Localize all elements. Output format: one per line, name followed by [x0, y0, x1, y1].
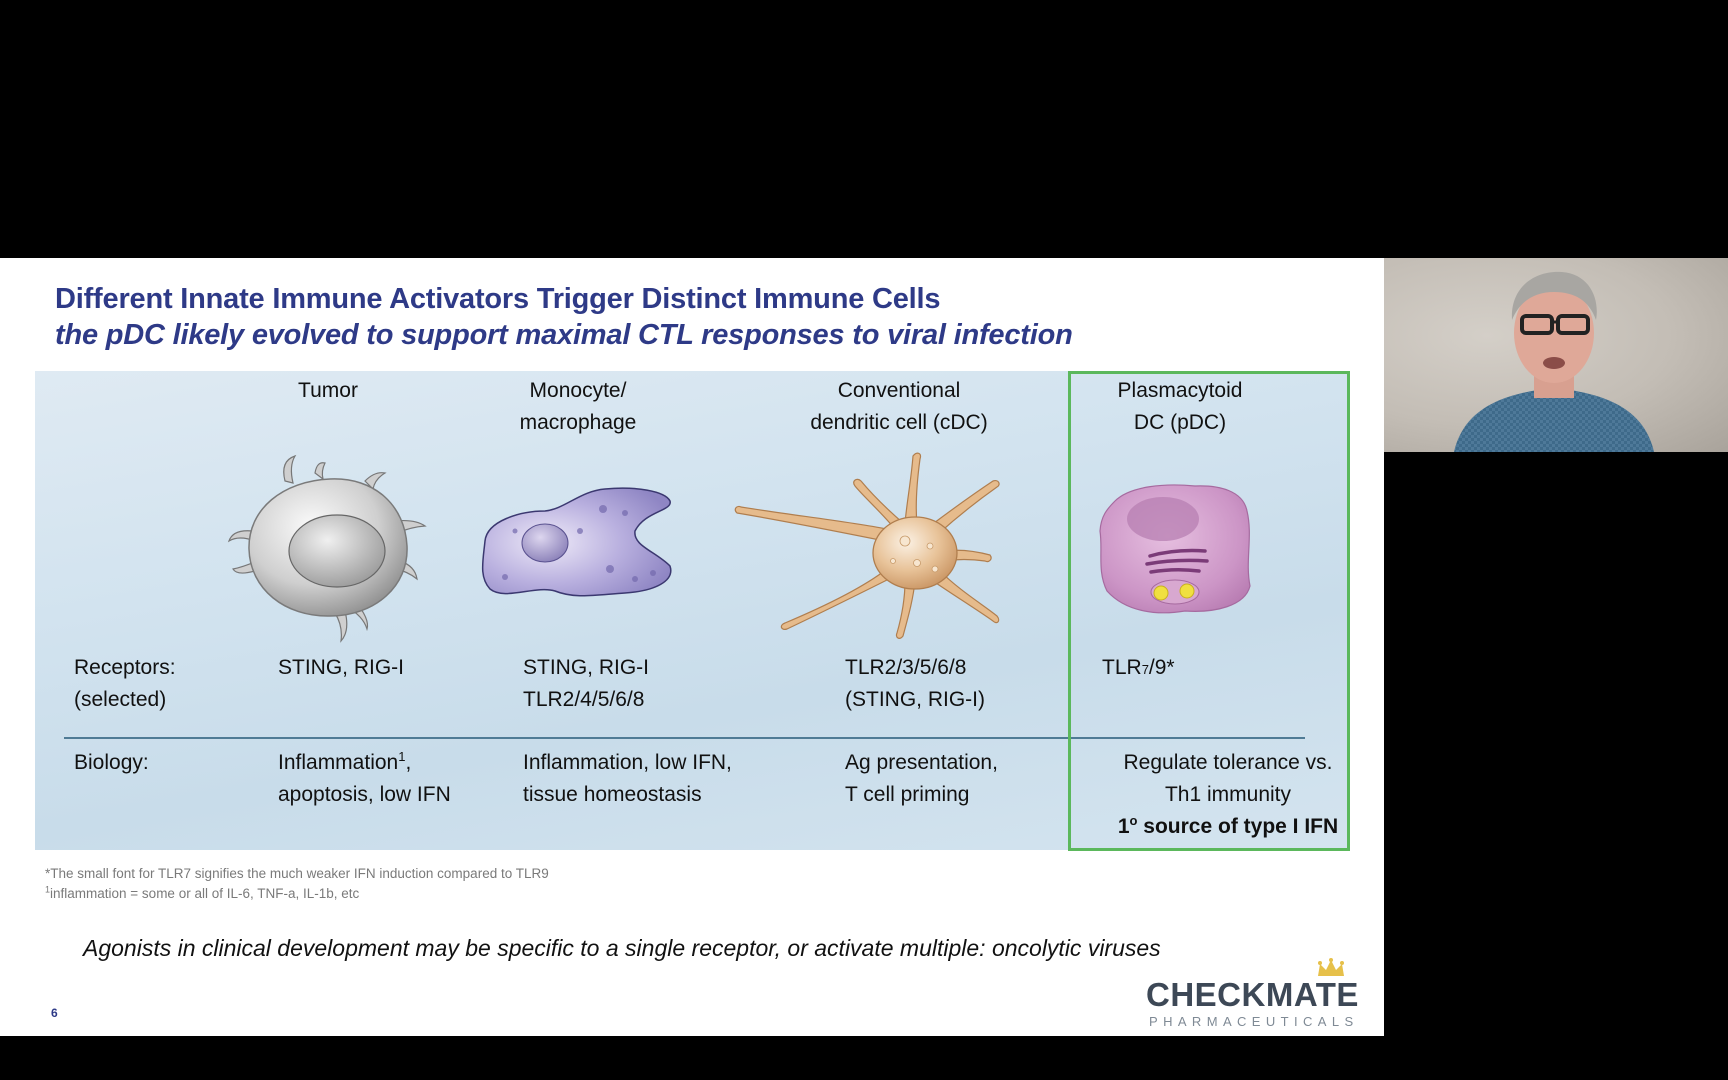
row-divider	[64, 737, 1305, 739]
crown-icon	[1318, 958, 1344, 976]
receptors-cdc: TLR2/3/5/6/8 (STING, RIG-I)	[845, 656, 985, 711]
logo-tagline: PHARMACEUTICALS	[1149, 1014, 1359, 1029]
logo-wordmark: CHECKMATE	[1146, 976, 1359, 1013]
receptors-macrophage: STING, RIG-I TLR2/4/5/6/8	[523, 656, 649, 711]
presenter-person-icon	[1454, 271, 1654, 452]
column-header-tumor: Tumor	[298, 379, 358, 402]
biology-pdc: Regulate tolerance vs. Th1 immunity 1o s…	[1103, 747, 1353, 843]
footnote-inflammation: 1inflammation = some or all of IL-6, TNF…	[45, 884, 360, 901]
checkmate-logo: CHECKMATE PHARMACEUTICALS	[1146, 958, 1358, 1029]
agonists-note: Agonists in clinical development may be …	[83, 935, 1161, 961]
pdc-ifn-highlight: 1o source of type I IFN	[1117, 813, 1339, 838]
macrophage-cell-illustration	[481, 487, 672, 597]
biology-macrophage: Inflammation, low IFN, tissue homeostasi…	[523, 751, 732, 806]
pdc-highlight-box	[1068, 371, 1350, 851]
column-header-macrophage: Monocyte/ macrophage	[519, 379, 637, 434]
presenter-video	[1384, 258, 1728, 452]
page-number: 6	[51, 1006, 58, 1020]
presentation-slide: Different Innate Immune Activators Trigg…	[0, 258, 1384, 1036]
tumor-cell-illustration	[227, 454, 427, 643]
slide-title: Different Innate Immune Activators Trigg…	[55, 283, 941, 315]
biology-tumor: Inflammation1, apoptosis, low IFN	[278, 749, 451, 806]
footnote-tlr7: *The small font for TLR7 signifies the m…	[45, 866, 549, 881]
column-header-cdc: Conventional dendritic cell (cDC)	[810, 379, 988, 434]
plasmacytoid-dc-illustration	[1099, 484, 1251, 614]
receptors-tumor: STING, RIG-I	[278, 656, 404, 679]
cell-comparison-panel: Tumor Monocyte/ macrophage Conventional …	[35, 371, 1350, 850]
slide-subtitle: the pDC likely evolved to support maxima…	[55, 319, 1073, 351]
biology-cdc: Ag presentation, T cell priming	[845, 751, 998, 806]
receptors-pdc: TLR7/9*	[1102, 656, 1175, 679]
dendritic-cell-illustration	[734, 452, 1000, 639]
row-label-biology: Biology:	[74, 751, 149, 774]
row-label-receptors: Receptors: (selected)	[74, 656, 176, 711]
column-header-pdc: Plasmacytoid DC (pDC)	[1117, 379, 1243, 434]
